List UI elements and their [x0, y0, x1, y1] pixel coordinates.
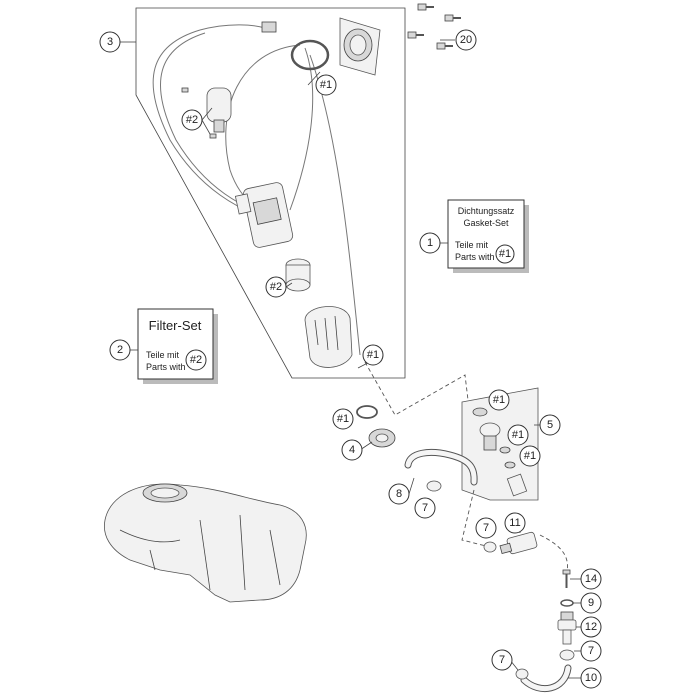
gasket-set-line2: Parts with — [455, 252, 495, 262]
fuel-strainer — [304, 306, 353, 368]
svg-text:11: 11 — [509, 517, 520, 529]
callout-7: 7 — [475, 517, 497, 539]
callout-10: 10 — [580, 667, 602, 689]
fuel-hose-lower — [520, 664, 572, 692]
svg-text:2: 2 — [117, 344, 123, 356]
bolt — [417, 3, 434, 11]
quick-coupler — [499, 531, 538, 555]
svg-text:#1: #1 — [367, 349, 379, 361]
hose-clamp-right — [559, 649, 575, 661]
svg-text:1: 1 — [427, 237, 433, 249]
fuel-hose-upper — [404, 449, 478, 486]
svg-text:#1: #1 — [524, 450, 536, 462]
bolt — [444, 14, 461, 22]
callout-14: 14 — [580, 568, 602, 590]
gasket-set-ref: #1 — [499, 248, 511, 260]
filter-set-ref-badge — [185, 349, 207, 371]
hose-nipple — [557, 611, 577, 645]
callout-11: 11 — [504, 512, 526, 534]
svg-text:9: 9 — [588, 597, 594, 609]
hose-clamp-lower — [483, 541, 497, 553]
gasket-set-title-line2: Gasket-Set — [463, 218, 509, 228]
filter-sleeve — [285, 258, 311, 292]
o-ring — [356, 405, 378, 419]
callout-8: 8 — [388, 483, 410, 505]
svg-text:#2: #2 — [186, 114, 198, 126]
fuel-tank — [103, 483, 307, 603]
svg-text:#2: #2 — [270, 281, 282, 293]
callout-ref-1: #1 — [332, 408, 354, 430]
connector-block — [461, 387, 539, 501]
pump-flange — [339, 17, 381, 76]
filter-set-line2: Parts with — [146, 362, 186, 372]
screw — [562, 569, 571, 588]
pressure-regulator — [181, 87, 232, 139]
callout-ref-1: #1 — [315, 74, 337, 96]
callout-3: 3 — [99, 31, 121, 53]
callout-1: 1 — [419, 232, 441, 254]
gasket-set-ref-badge — [495, 244, 515, 264]
o-ring-small — [560, 599, 574, 607]
callout-ref-1: #1 — [507, 424, 529, 446]
svg-text:3: 3 — [107, 36, 113, 48]
gasket-set-line1: Teile mit — [455, 240, 489, 250]
callout-7: 7 — [580, 640, 602, 662]
svg-text:14: 14 — [585, 573, 597, 585]
svg-text:7: 7 — [499, 654, 505, 666]
svg-text:4: 4 — [349, 444, 355, 456]
filter-set-box: Filter-Set Teile mit Parts with #2 — [137, 308, 218, 384]
callout-ref-1: #1 — [362, 344, 384, 366]
hose-clamp-bottom — [515, 668, 529, 680]
callout-ref-1: #1 — [519, 445, 541, 467]
dashed-connection — [364, 361, 469, 416]
callout-5: 5 — [539, 414, 561, 436]
svg-text:#1: #1 — [512, 429, 524, 441]
callout-12: 12 — [580, 616, 602, 638]
gasket-set-box: Dichtungssatz Gasket-Set Teile mit Parts… — [447, 199, 529, 273]
pump-body — [234, 182, 294, 248]
filter-set-line1: Teile mit — [146, 350, 180, 360]
wire-loop-right — [289, 47, 314, 211]
svg-text:20: 20 — [460, 34, 472, 46]
flange-gasket-ring — [290, 39, 330, 71]
callout-9: 9 — [580, 592, 602, 614]
callout-ref-2: #2 — [181, 109, 203, 131]
callout-7: 7 — [414, 497, 436, 519]
svg-text:7: 7 — [483, 522, 489, 534]
filter-set-title: Filter-Set — [149, 318, 202, 333]
bolt — [407, 31, 424, 39]
callout-7: 7 — [491, 649, 513, 671]
callout-ref-2: #2 — [265, 276, 287, 298]
svg-text:12: 12 — [585, 621, 597, 633]
callout-2: 2 — [109, 339, 131, 361]
svg-text:#1: #1 — [320, 79, 332, 91]
gasket-set-title-line1: Dichtungssatz — [458, 206, 515, 216]
svg-text:5: 5 — [547, 419, 553, 431]
seal-ring — [368, 428, 396, 448]
svg-text:7: 7 — [422, 502, 428, 514]
svg-text:10: 10 — [585, 672, 597, 684]
callout-ref-1: #1 — [488, 389, 510, 411]
dashed-right — [539, 534, 568, 573]
filter-set-ref: #2 — [190, 354, 202, 366]
dashed-lower — [461, 489, 491, 548]
wire-connector — [261, 21, 277, 33]
svg-text:7: 7 — [588, 645, 594, 657]
pump-assembly-frame — [135, 7, 406, 379]
svg-text:8: 8 — [396, 488, 402, 500]
svg-text:#1: #1 — [493, 394, 505, 406]
bolt-group — [407, 3, 461, 50]
callout-20: 20 — [455, 29, 477, 51]
hose-clamp — [426, 480, 442, 492]
callout-4: 4 — [341, 439, 363, 461]
bolt — [436, 42, 453, 50]
svg-text:#1: #1 — [337, 413, 349, 425]
wire-harness — [199, 24, 266, 31]
